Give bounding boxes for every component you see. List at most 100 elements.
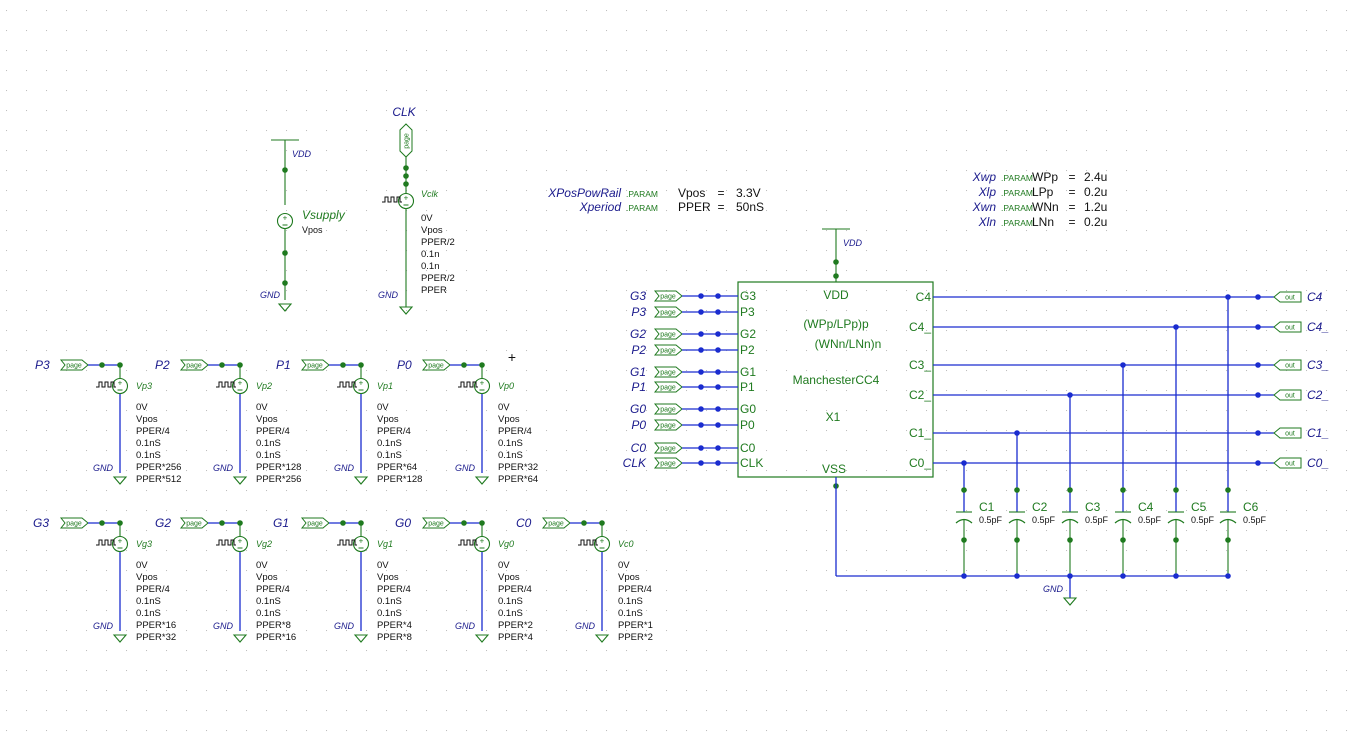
chip-output-net-label: C4_ [1307, 320, 1329, 334]
pulse-waveform-icon [216, 381, 236, 388]
vclk-param: PPER [421, 285, 447, 296]
ground-symbol [1062, 597, 1078, 606]
source-name: Vc0 [618, 539, 634, 549]
chip-output-tag: out [1285, 431, 1295, 438]
junction-dot [99, 520, 105, 526]
source-gnd-label: GND [93, 621, 114, 631]
source-page-tag: page [428, 521, 444, 528]
junction-dot [715, 309, 721, 315]
chip-input-page-tag-shape [653, 328, 683, 340]
source-param: 0V [498, 560, 510, 571]
source-param: 0.1nS [498, 438, 523, 449]
junction-dot [1225, 294, 1231, 300]
source-gnd-label: GND [93, 463, 114, 473]
param-name: Xperiod [579, 200, 622, 214]
source-param: PPER/4 [498, 426, 532, 437]
source-param: Vpos [498, 572, 520, 583]
capacitor-name: C3 [1085, 500, 1101, 514]
source-param: PPER*8 [377, 632, 412, 643]
size-param-equals: = [1068, 200, 1075, 214]
junction-dot [715, 460, 721, 466]
voltage-source-symbol [473, 377, 491, 395]
source-param: PPER*16 [136, 620, 176, 631]
source-name: Vg3 [136, 539, 152, 549]
plus-sign: + [238, 379, 243, 388]
source-page-tag-shape [541, 517, 571, 529]
source-param: Vpos [136, 414, 158, 425]
size-param-variable: WNn [1032, 200, 1059, 214]
chip-size-n: (WNn/LNn)n [815, 337, 882, 351]
source-param: PPER/4 [498, 584, 532, 595]
pulse-waveform-icon [578, 539, 598, 546]
junction-dot [1120, 487, 1126, 493]
capacitor-value: 0.5pF [1191, 515, 1215, 525]
source-param: Vpos [136, 572, 158, 583]
junction-dot [461, 362, 467, 368]
junction-dot [1014, 573, 1020, 579]
ground-symbol [112, 634, 128, 643]
chip-output-tag: out [1285, 295, 1295, 302]
source-param: PPER*4 [377, 620, 412, 631]
vclk-name: Vclk [421, 189, 439, 199]
ground-symbol [474, 476, 490, 485]
source-param: Vpos [498, 414, 520, 425]
junction-dot [698, 406, 704, 412]
plus-sign: + [480, 379, 485, 388]
chip-input-pin: P2 [740, 343, 755, 357]
chip-input-page-tag-shape [653, 457, 683, 469]
voltage-source-symbol [352, 535, 370, 553]
ground-symbol [353, 476, 369, 485]
junction-dot [961, 487, 967, 493]
capacitor-name: C2 [1032, 500, 1048, 514]
junction-dot [698, 369, 704, 375]
chip-instance-name: X1 [826, 410, 841, 424]
capacitor-name: C4 [1138, 500, 1154, 514]
source-param: 0.1nS [498, 608, 523, 619]
junction-dot [1255, 362, 1261, 368]
source-param: 0.1nS [618, 596, 643, 607]
ground-symbol [594, 634, 610, 643]
junction-dot [461, 520, 467, 526]
plus-sign: + [600, 537, 605, 546]
junction-dot [961, 573, 967, 579]
chip-input-page-tag-shape [653, 403, 683, 415]
source-param: 0.1nS [256, 438, 281, 449]
param-variable: PPER [678, 200, 711, 214]
plus-sign: + [404, 194, 409, 203]
vclk-param: 0.1n [421, 261, 440, 272]
plus-sign: + [359, 379, 364, 388]
chip-input-page-tag: page [660, 332, 676, 339]
source-param: 0.1nS [377, 450, 402, 461]
source-param: 0.1nS [256, 596, 281, 607]
size-param-variable: LPp [1032, 185, 1054, 199]
source-param: PPER*128 [377, 474, 422, 485]
junction-dot [698, 293, 704, 299]
source-net-label: P3 [35, 358, 50, 372]
chip-input-page-tag-shape [653, 381, 683, 393]
chip-input-page-tag-shape [653, 344, 683, 356]
source-name: Vg1 [377, 539, 393, 549]
source-page-tag-shape [179, 359, 209, 371]
chip-output-tag-shape [1273, 359, 1302, 371]
junction-dot [282, 250, 288, 256]
junction-dot [1173, 324, 1179, 330]
source-gnd-label: GND [213, 621, 234, 631]
chip-input-net-label: C0 [631, 441, 647, 455]
source-net-label: G3 [33, 516, 49, 530]
source-param: 0.1nS [256, 608, 281, 619]
junction-dot [219, 362, 225, 368]
source-page-tag-shape [421, 359, 451, 371]
chip-input-net-label: P2 [631, 343, 646, 357]
junction-dot [833, 259, 839, 265]
source-page-tag-shape [300, 359, 330, 371]
junction-dot [715, 369, 721, 375]
source-param: PPER*256 [256, 474, 301, 485]
junction-dot [698, 309, 704, 315]
source-param: PPER*4 [498, 632, 533, 643]
source-param: 0.1nS [498, 450, 523, 461]
source-page-tag: page [548, 521, 564, 528]
chip-output-tag: out [1285, 461, 1295, 468]
source-param: 0V [136, 402, 148, 413]
